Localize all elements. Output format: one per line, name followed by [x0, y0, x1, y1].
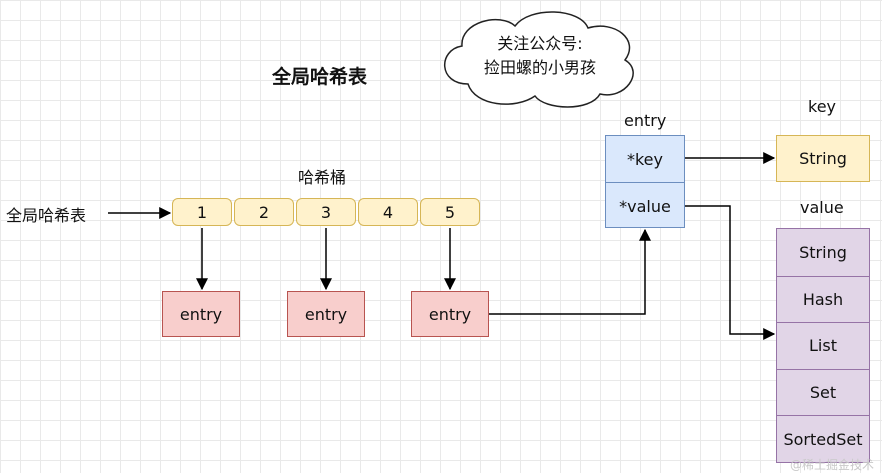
bucket-cell: 1: [172, 198, 232, 226]
entry-struct-title: entry: [624, 111, 667, 130]
global-table-label: 全局哈希表: [6, 206, 87, 225]
entry-node: entry: [162, 291, 240, 337]
hash-bucket-array: 1 2 3 4 5: [172, 198, 482, 228]
value-type-item: String: [799, 242, 847, 262]
arrow-value-to-types: [685, 205, 776, 340]
bucket-cell: 4: [358, 198, 418, 226]
value-type-item: Set: [777, 368, 869, 416]
diagram-title: 全局哈希表: [272, 66, 368, 88]
cloud-line-2: 捡田螺的小男孩: [483, 58, 596, 77]
bucket-cell: 2: [234, 198, 294, 226]
key-pointer-field: *key: [626, 149, 663, 169]
arrow-entry-to-struct: [489, 228, 651, 315]
entry-node: entry: [411, 291, 489, 337]
value-types-stack: String Hash List Set SortedSet: [776, 228, 870, 463]
value-type-item: List: [777, 322, 869, 369]
entry-struct: *key *value: [605, 135, 685, 228]
cloud-shape: [444, 11, 634, 108]
watermark: @稀土掘金技术: [790, 458, 875, 472]
key-type-box: String: [776, 135, 870, 182]
key-label: key: [808, 97, 837, 116]
value-pointer-field: *value: [606, 182, 684, 229]
bucket-label: 哈希桶: [298, 168, 347, 187]
cloud-line-1: 关注公众号:: [497, 34, 583, 53]
value-type-item: SortedSet: [777, 415, 869, 462]
entry-node: entry: [287, 291, 365, 337]
value-label: value: [800, 198, 844, 217]
value-type-item: Hash: [777, 275, 869, 323]
bucket-cell: 5: [420, 198, 480, 226]
cloud-note: 关注公众号: 捡田螺的小男孩: [455, 32, 625, 80]
bucket-cell: 3: [296, 198, 356, 226]
